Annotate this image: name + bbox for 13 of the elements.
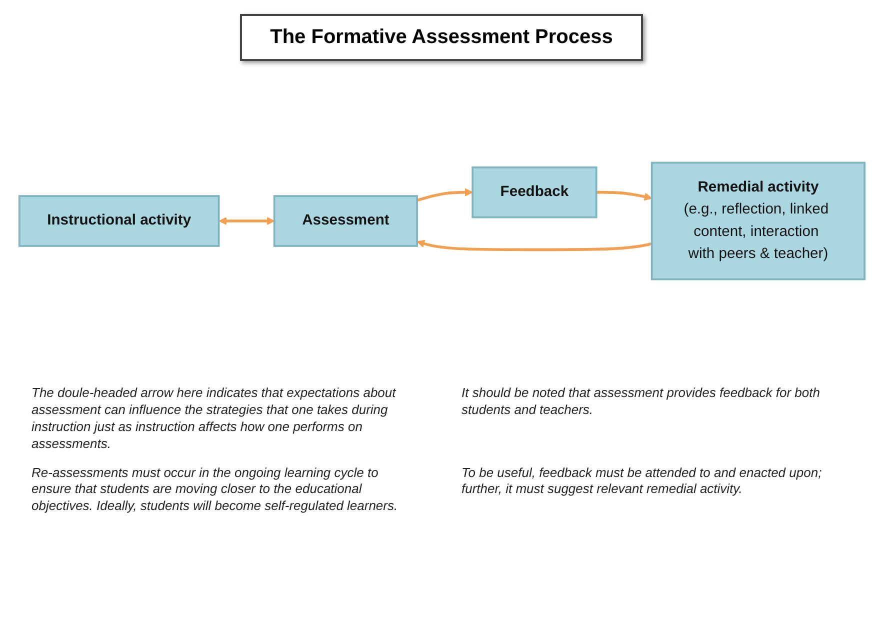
title-box: The Formative Assessment Process <box>240 14 643 61</box>
annotation-note: It should be noted that assessment provides feedback for both students and teachers. <box>462 385 821 419</box>
node-box: Assessment <box>272 195 418 247</box>
annotation-note: Re-assessments must occur in the ongoing learning cycle to ensure that students are moving closer to the educational objectives. Ideally, students will become self-regulated learners. <box>32 464 399 516</box>
annotation-note: The doule-headed arrow here indicates that expectations about assessment can influence the strategies that one takes during instruction just as instruction affects how one performs on assessments. <box>32 385 398 453</box>
node-box: Feedback <box>471 166 597 218</box>
arrow <box>218 216 274 226</box>
node-box: Instructional activity <box>18 195 220 247</box>
arrow <box>416 240 652 252</box>
annotation-note: To be useful, feedback must be attended to and enacted upon; further, it must suggest relevant remedial activity. <box>462 464 823 498</box>
arrow <box>596 190 652 201</box>
arrow <box>416 188 472 202</box>
node-box: Remedial activity (e.g., reflection, linked content, interaction with peers & teacher) <box>650 162 866 280</box>
